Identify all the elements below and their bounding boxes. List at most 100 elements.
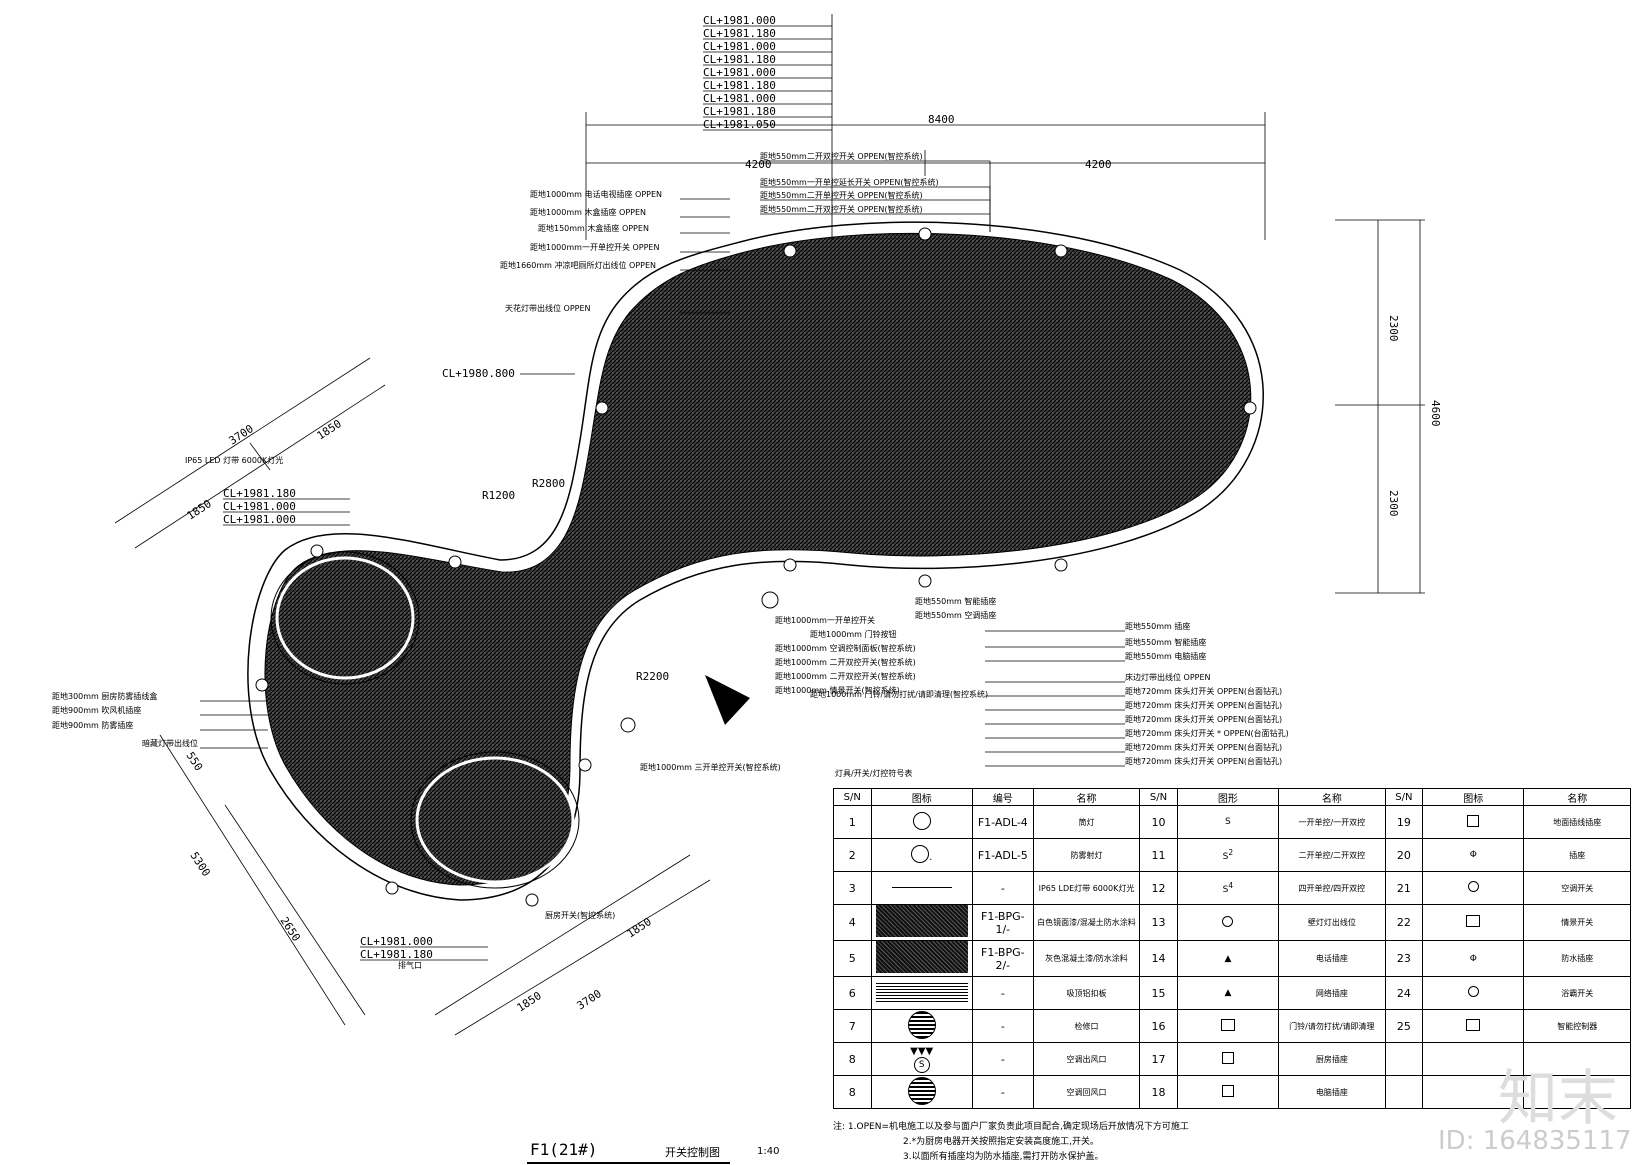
legend-code: F1-BPG-2/-	[971, 940, 1034, 977]
right-note: 距地550mm 插座	[1125, 621, 1190, 631]
right-dimensions	[1335, 219, 1425, 594]
top-notes: 距地550mm二开双控开关 OPPEN(智控系统)距地550mm一开单控延长开关…	[760, 151, 991, 232]
legend-name: 厨房插座	[1278, 1042, 1386, 1076]
legend-sn: 24	[1384, 976, 1424, 1010]
legend-sn: 23	[1384, 940, 1424, 977]
legend-name: 壁灯灯出线位	[1278, 904, 1386, 941]
legend-name	[1523, 1075, 1631, 1109]
legend-sn: 5	[833, 940, 872, 977]
dim-h-top: 2300	[1387, 315, 1400, 342]
legend-title: 灯具/开关/灯控符号表	[835, 769, 913, 778]
legend-sn: 14	[1139, 940, 1178, 977]
legend-symbol-icon: Φ	[1422, 838, 1525, 872]
legend-code: F1-ADL-5	[971, 838, 1034, 872]
legend-name: 情景开关	[1523, 904, 1631, 941]
legend-symbol-icon: ▼▼▼S	[870, 1042, 973, 1076]
center-note: 距地1000mm一开单控开关	[775, 615, 875, 625]
legend-header-sym: 图标	[870, 788, 973, 806]
sheet-title: F1(21#)	[530, 1140, 598, 1159]
legend-sn: 10	[1139, 805, 1178, 839]
legend-header-name2: 名称	[1278, 788, 1386, 806]
legend-name: 空调开关	[1523, 871, 1631, 905]
center-note: 距地1000mm 门铃/请勿打扰/请即清理(智控系统)	[810, 689, 988, 699]
legend-symbol-icon: Φ	[1422, 940, 1525, 977]
legend-symbol-icon	[1422, 1009, 1525, 1043]
cl-mid-label: CL+1981.000	[223, 500, 296, 513]
notes-label: 注:	[833, 1122, 846, 1132]
legend-name: 四开单控/四开双控	[1278, 871, 1386, 905]
radius-r3: R2200	[636, 670, 669, 683]
legend-symbol-icon	[1422, 805, 1525, 839]
radius-r1: R2800	[532, 477, 565, 490]
cl-mid-label: CL+1981.180	[223, 487, 296, 500]
legend-code: -	[971, 1075, 1034, 1109]
right-note: 距地550mm 智能插座	[1125, 637, 1206, 647]
legend-sn: 11	[1139, 838, 1178, 872]
legend-name: 浴霸开关	[1523, 976, 1631, 1010]
cl-mid-label: CL+1981.000	[223, 513, 296, 526]
legend-symbol-icon	[870, 940, 973, 977]
legend-code: -	[971, 1009, 1034, 1043]
right-note: 距地720mm 床头灯开关 OPPEN(台面钻孔)	[1125, 700, 1282, 710]
left-note: 距地1660mm 冲凉吧厕所灯出线位 OPPEN	[500, 260, 656, 270]
dim-d6: 1850	[515, 989, 544, 1014]
legend-sn: 12	[1139, 871, 1178, 905]
legend-symbol-icon	[1422, 871, 1525, 905]
cl-left: CL+1980.800	[442, 367, 515, 380]
legend-symbol-icon: ▲	[1176, 976, 1280, 1010]
legend-sn	[1384, 1042, 1424, 1076]
legend-sn: 17	[1139, 1042, 1178, 1076]
legend-code: F1-ADL-4	[971, 805, 1034, 839]
legend-sn: 3	[833, 871, 872, 905]
legend-symbol-icon	[870, 976, 973, 1010]
bl-note: 暗藏灯带出线位	[142, 738, 198, 748]
right-note: 距地720mm 床头灯开关 OPPEN(台面钻孔)	[1125, 756, 1282, 766]
legend-code: -	[971, 976, 1034, 1010]
top-dimensions	[585, 112, 1266, 240]
right-note: 距地720mm 床头灯开关 OPPEN(台面钻孔)	[1125, 686, 1282, 696]
top-note: 距地550mm二开单控开关 OPPEN(智控系统)	[760, 190, 923, 200]
legend-sn: 8	[833, 1075, 872, 1109]
legend-symbol-icon: ·	[870, 838, 973, 872]
legend-symbol-icon	[870, 1075, 973, 1109]
legend-code: -	[971, 871, 1034, 905]
dim-h-total: 4600	[1429, 400, 1442, 427]
elevation-label: CL+1981.000	[703, 92, 776, 105]
legend-header-sn3: S/N	[1384, 788, 1424, 806]
center-note: 距地1000mm 空调控制面板(智控系统)	[775, 643, 916, 653]
left-note: 距地150mm 木盒插座 OPPEN	[538, 223, 649, 233]
elevation-label: CL+1981.000	[703, 66, 776, 79]
note-3: 3.以面所有插座均为防水插座,需打开防水保护盖。	[903, 1152, 1104, 1162]
legend-header-name: 名称	[1032, 788, 1141, 806]
bl-note: 距地900mm 防雾插座	[52, 720, 133, 730]
legend-name	[1523, 1042, 1631, 1076]
legend-header-sn2: S/N	[1139, 788, 1178, 806]
legend-name: 灰色混凝土漆/防水涂料	[1032, 940, 1141, 977]
left-diag-dims	[114, 357, 386, 549]
legend-sn: 16	[1139, 1009, 1178, 1043]
dim-d4: 5300	[187, 850, 212, 879]
legend-name: 空调出风口	[1032, 1042, 1141, 1076]
notes-block: 注: 1.OPEN=机电施工以及参与面户厂家负责此项目配合,确定现场后开放情况下…	[833, 1120, 1189, 1165]
legend-symbol-icon: S4	[1176, 871, 1280, 905]
legend-sn: 25	[1384, 1009, 1424, 1043]
legend-symbol-icon	[1176, 904, 1280, 941]
legend-name: IP65 LDE灯带 6000K灯光	[1032, 871, 1141, 905]
sheet-scale: 1:40	[757, 1146, 780, 1157]
center-note: 距地1000mm 二开双控开关(智控系统)	[775, 671, 916, 681]
dim-d7: 1850	[625, 915, 654, 940]
legend-sn: 1	[833, 805, 872, 839]
bottom-diag-dims	[159, 734, 711, 1036]
cl-bottom-label: CL+1981.000	[360, 935, 433, 948]
legend-name: 筒灯	[1032, 805, 1141, 839]
